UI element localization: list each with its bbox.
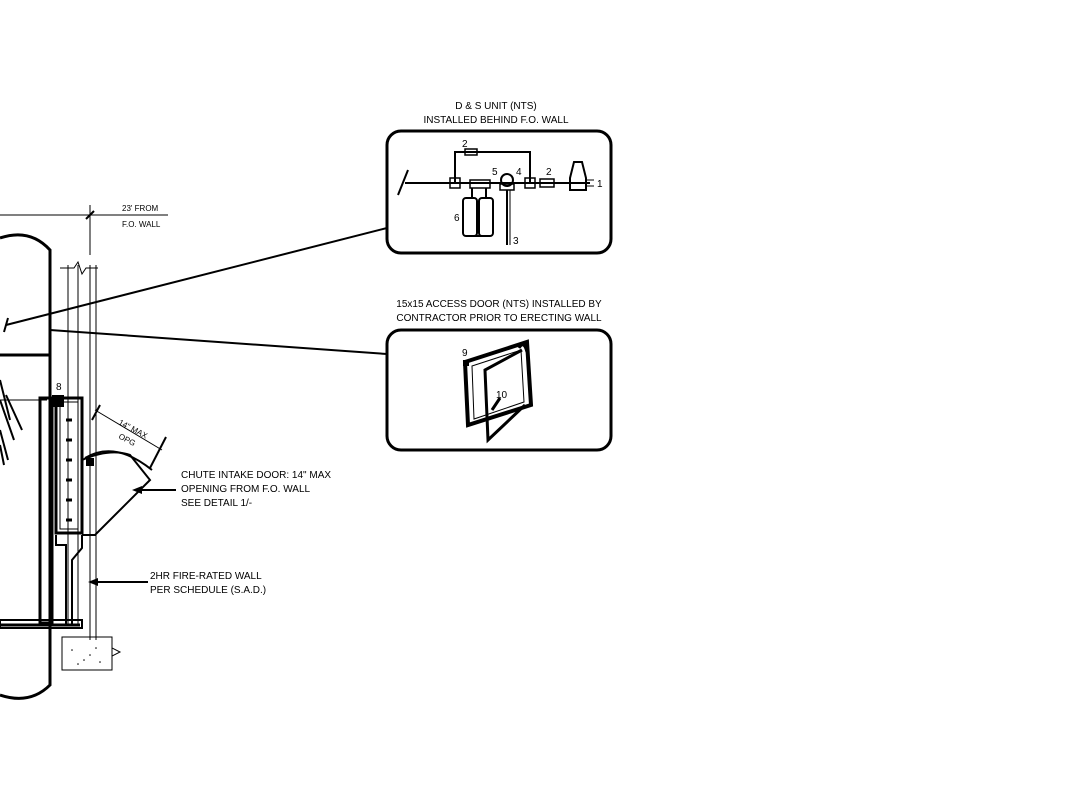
ds-unit-callout: D & S UNIT (NTS) INSTALLED BEHIND F.O. W…: [385, 101, 613, 255]
opening-dimension: 14" MAX OPG: [91, 404, 167, 469]
wall-note-line2: PER SCHEDULE (S.A.D.): [150, 585, 266, 596]
access-door-line2: CONTRACTOR PRIOR TO ERECTING WALL: [396, 313, 602, 324]
part-number-8: 8: [56, 382, 62, 393]
chute-note-line1: CHUTE INTAKE DOOR: 14" MAX: [181, 470, 331, 481]
wall-note: 2HR FIRE-RATED WALL PER SCHEDULE (S.A.D.…: [150, 571, 266, 596]
ds-unit-title: D & S UNIT (NTS): [455, 101, 536, 112]
access-door-callout: 15x15 ACCESS DOOR (NTS) INSTALLED BY CON…: [385, 299, 613, 452]
leader-lines: [3, 227, 388, 586]
part-number-6: 6: [454, 213, 460, 224]
fire-rated-wall: [38, 260, 153, 671]
part-number-1: 1: [597, 179, 603, 190]
part-number-10: 10: [496, 390, 508, 401]
dimension-23ft: 23' FROM F.O. WALL: [0, 204, 168, 255]
dim-label-line2: F.O. WALL: [122, 220, 161, 229]
access-door-line1: 15x15 ACCESS DOOR (NTS) INSTALLED BY: [396, 299, 602, 310]
chute-note-line2: OPENING FROM F.O. WALL: [181, 484, 311, 495]
ds-unit-subtitle: INSTALLED BEHIND F.O. WALL: [423, 115, 568, 126]
dim-label-line1: 23' FROM: [122, 204, 159, 213]
chute-pipe: [0, 233, 83, 700]
chute-intake-note: CHUTE INTAKE DOOR: 14" MAX OPENING FROM …: [181, 470, 331, 509]
part-number-9: 9: [462, 348, 468, 359]
part-number-2a: 2: [462, 139, 468, 150]
part-number-4: 4: [516, 167, 522, 178]
part-number-5: 5: [492, 167, 498, 178]
part-number-2b: 2: [546, 167, 552, 178]
wall-note-line1: 2HR FIRE-RATED WALL: [150, 571, 262, 582]
part-number-3: 3: [513, 236, 519, 247]
chute-note-line3: SEE DETAIL 1/-: [181, 498, 252, 509]
